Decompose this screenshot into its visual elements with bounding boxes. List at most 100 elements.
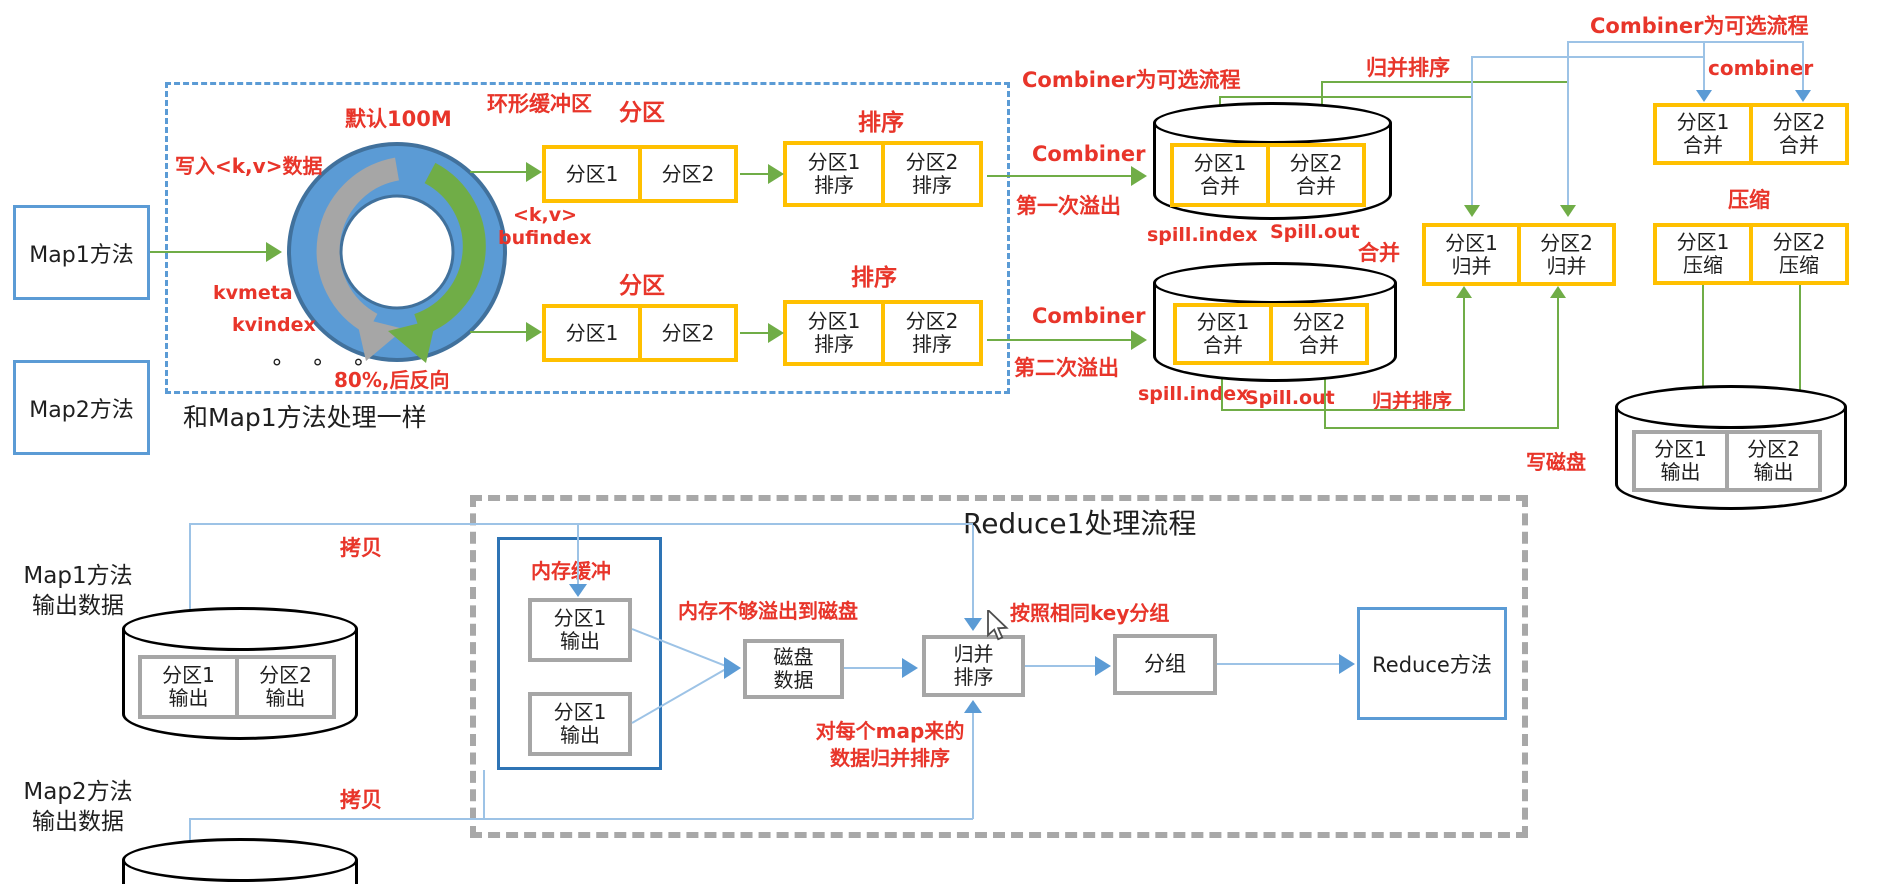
kvmeta-label: kvmeta [213,282,293,304]
row2-partition1-box: 分区1 [542,304,642,362]
spill-index1-label: spill.index [1147,224,1258,246]
spill-out1-label: Spill.out [1270,221,1360,243]
spill2-p2-across-line [1324,427,1559,429]
sort1-to-spill1-line [987,175,1131,177]
first-spill-label: 第一次溢出 [1016,194,1121,218]
spill-to-disk-note: 内存不够溢出到磁盘 [678,599,858,623]
spill2-p1-up-line [1463,298,1465,411]
ring-to-row1-line [470,171,526,173]
second-spill-label: 第二次溢出 [1014,356,1119,380]
row2-to-sort-arrowhead [768,323,784,343]
ellipsis-dots: ∘ ∘ ∘ [270,350,376,375]
combined-p1-down-line [1703,42,1705,92]
map1-copy-up-line [189,524,191,655]
copy-into-mergesort-line [972,525,974,621]
merged-p1-down-line [1471,57,1473,207]
merge-label: 合并 [1358,241,1400,265]
memory-buffer-container [497,537,662,770]
map2-output-cylinder-top [122,838,358,882]
row2-partition2-box: 分区2 [638,304,738,362]
spill-index2-label: spill.index [1138,383,1249,405]
disk-data-box: 磁盘数据 [743,639,844,699]
map2-into-membuf-line [483,770,485,819]
mergesort-to-group-arrowhead [1095,656,1111,676]
combiner2-label: Combiner [1032,304,1146,328]
row1-partition2-box: 分区2 [638,145,738,203]
merged-p2-down-line [1567,42,1569,207]
disk-to-mergesort-arrowhead [902,658,918,678]
kvindex-label: kvindex [232,314,316,336]
merged-p2-down-arrowhead [1560,205,1576,217]
write-disk-label: 写磁盘 [1526,450,1586,474]
ring-name-label: 环形缓冲区 [487,92,592,116]
map1-output-cylinder-top [122,607,358,651]
spill1-cylinder-top [1153,102,1392,144]
group-by-key-note: 按照相同key分组 [1010,601,1170,625]
combine-feed-line1 [1471,56,1705,58]
ring-buffer-icon [287,142,507,363]
spill2-p2-up-arrowhead [1550,286,1566,298]
map1-to-ring-line [150,251,266,253]
map1-process-dashed-box [165,82,1010,394]
memory-buffer-label: 内存缓冲 [531,559,611,583]
ring-to-row2-line [470,331,526,333]
spill2-p1-down-line [1221,365,1223,410]
ring-default-size-label: 默认100M [345,107,452,131]
map2-output-cylinder [122,838,358,884]
map1-copy-across-line [189,523,973,525]
group-box: 分组 [1113,634,1217,695]
group-to-reduce-arrowhead [1339,654,1355,674]
group-cell: 分组 [1113,634,1217,695]
combiner-optional-mid-label: Combiner为可选流程 [1022,68,1241,92]
spill2-p2-up-line [1557,298,1559,429]
bufindex-label: bufindex [498,227,592,249]
combiner-small-label: combiner [1708,56,1814,80]
reduce-title: Reduce1处理流程 [963,507,1197,540]
compressed-p2-down-line [1799,285,1801,415]
map1-method-box: Map1方法 [13,205,150,300]
kv-label: <k,v> [513,204,578,226]
map2-copy-across-line [189,818,973,820]
mergesort-to-group-line [1025,665,1097,667]
copy1-label: 拷贝 [340,536,382,560]
spill2-p1-up-arrowhead [1456,286,1472,298]
spill2-p1-across-line [1221,409,1465,411]
combiner-optional-right-label: Combiner为可选流程 [1590,14,1809,38]
copy-into-membuf-line [577,525,579,587]
merged-p1-down-arrowhead [1464,205,1480,217]
combine-feed-line2 [1567,41,1804,43]
per-map-merge-note: 对每个map来的数据归并排序 [815,719,965,770]
reduce-process-dashed-box [470,495,1528,838]
ring-to-row1-arrowhead [526,162,542,182]
copy-into-membuf-arrowhead [569,584,587,597]
sort2-to-spill2-arrowhead [1131,330,1147,350]
partition-label-row1: 分区 [619,100,665,126]
disk-to-mergesort-line [844,667,904,669]
reduce-method-box: Reduce方法 [1357,607,1507,720]
row1-to-sort-line [740,173,768,175]
